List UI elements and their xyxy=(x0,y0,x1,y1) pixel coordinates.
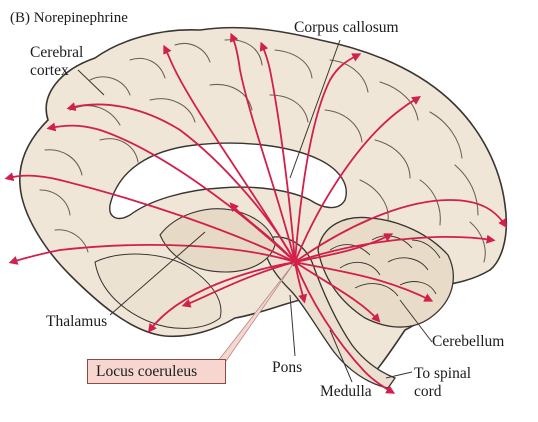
pathway-cerebellum-2 xyxy=(294,233,394,263)
cortex-sulci xyxy=(39,39,486,263)
pathway-temporal-2 xyxy=(181,261,296,308)
callout-cerebellum xyxy=(399,299,433,343)
pathway-spinal xyxy=(294,261,396,394)
pathway-temporal xyxy=(147,261,296,333)
pathway-superior-3 xyxy=(294,53,362,263)
pathway-precentral xyxy=(163,44,296,263)
pathway-cingulate xyxy=(66,102,296,263)
pathway-occipital xyxy=(294,199,507,263)
temporal-lobe-shape xyxy=(94,253,222,329)
label-locus-coeruleus: Locus coeruleus xyxy=(87,359,226,384)
pathway-frontal-upper xyxy=(4,172,296,263)
label-to-spinal-cord-line2: cord xyxy=(414,383,442,400)
label-cerebral-cortex: Cerebral cortex xyxy=(30,44,83,80)
pathway-superior-1 xyxy=(230,32,296,263)
pathway-cerebellum-1 xyxy=(294,261,434,302)
pathway-parietal xyxy=(294,96,421,263)
pathway-occipital-2 xyxy=(294,234,496,263)
label-corpus-callosum: Corpus callosum xyxy=(294,19,399,36)
label-to-spinal-cord: To spinal cord xyxy=(414,365,471,401)
pathway-cerebellum-3 xyxy=(294,261,381,323)
figure-title: (B) Norepinephrine xyxy=(10,10,128,26)
callout-medulla xyxy=(329,329,353,383)
label-medulla: Medulla xyxy=(320,383,372,400)
callout-corpus-callosum xyxy=(289,39,341,179)
callout-lines xyxy=(77,39,433,383)
pathway-superior-2 xyxy=(259,41,296,263)
label-pons: Pons xyxy=(272,359,303,376)
callout-thalamus xyxy=(109,231,206,316)
label-locus-coeruleus-text: Locus coeruleus xyxy=(96,363,198,380)
label-cerebellum: Cerebellum xyxy=(432,333,505,350)
label-cerebral-cortex-line2: cortex xyxy=(30,62,69,79)
label-thalamus: Thalamus xyxy=(46,313,108,330)
callout-cortex xyxy=(77,69,105,96)
brainstem-shape xyxy=(261,236,397,389)
pathway-frontal xyxy=(8,244,296,265)
pathway-thalamus xyxy=(229,202,296,263)
callout-spinal xyxy=(385,371,413,379)
label-cerebral-cortex-line1: Cerebral xyxy=(30,44,84,61)
callout-pons xyxy=(289,294,296,357)
label-to-spinal-cord-line1: To spinal xyxy=(414,365,472,382)
thalamus-shape xyxy=(159,208,276,273)
